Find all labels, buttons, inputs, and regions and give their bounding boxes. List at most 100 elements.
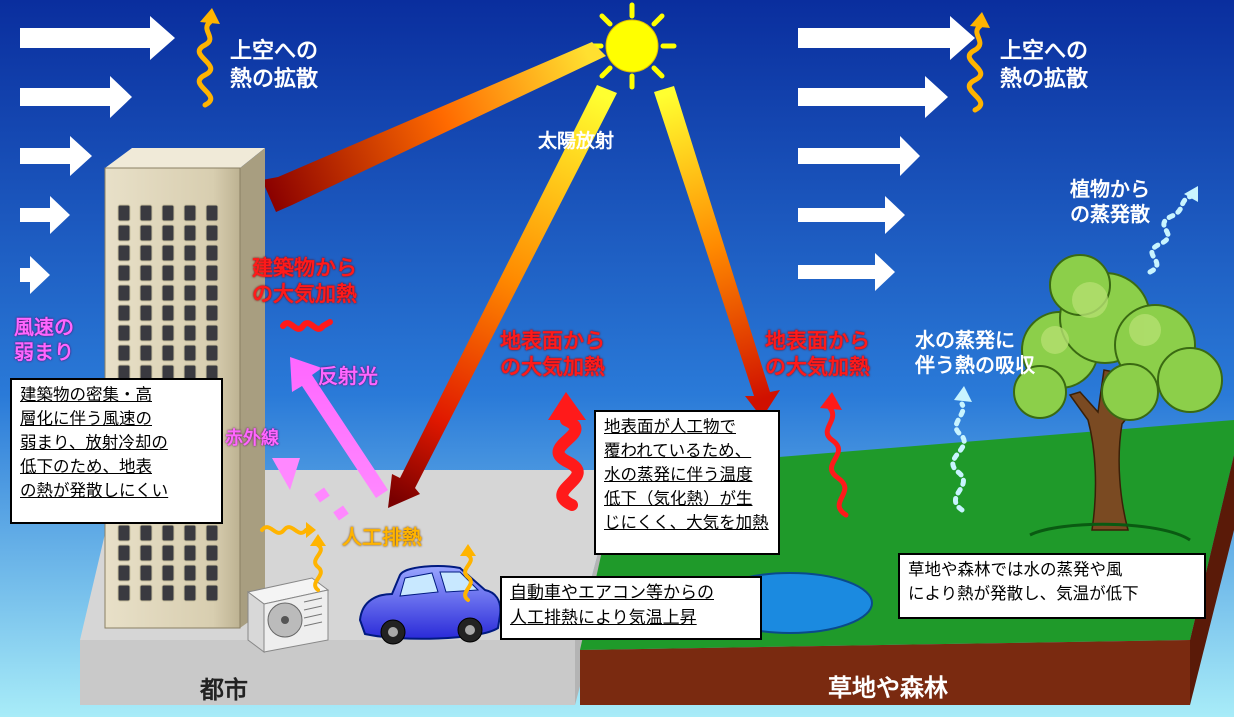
building-window [161, 204, 175, 222]
building-window [139, 224, 153, 242]
building-window [161, 244, 175, 262]
heat-diffusion-label-right: 上空への 熱の拡散 [1000, 39, 1089, 92]
heat-diffusion-squiggles [196, 19, 984, 113]
building-window [205, 544, 219, 562]
building-window [183, 284, 197, 302]
building-window [117, 544, 131, 562]
building-window [205, 224, 219, 242]
building-window [183, 564, 197, 582]
building-window [117, 304, 131, 322]
water-evaporation-label: 水の蒸発に 伴う熱の吸収 [915, 328, 1035, 377]
wind-weakening-label: 風速の 弱まり [14, 315, 74, 364]
building-window [161, 324, 175, 342]
grassland-cooling-note: 草地や森林では水の蒸発や風 により熱が発散し、気温が低下 [898, 553, 1206, 619]
grass-surface-heating-label: 地表面から の大気加熱 [765, 329, 870, 380]
building-window [161, 584, 175, 602]
building-window [183, 304, 197, 322]
building-window [139, 204, 153, 222]
reflected-light-label: 反射光 [318, 364, 378, 388]
building-window [205, 264, 219, 282]
building-density-note: 建築物の密集・高 層化に伴う風速の 弱まり、放射冷却の 低下のため、地表 の熱が… [10, 378, 223, 524]
heat-diffusion-arrowheads [200, 8, 990, 28]
building-window [139, 584, 153, 602]
building-window [183, 524, 197, 542]
city-label: 都市 [200, 676, 248, 704]
building-window [205, 284, 219, 302]
solar-radiation-label: 太陽放射 [538, 130, 615, 152]
building-window [117, 344, 131, 362]
wind-arrows-right [798, 16, 975, 291]
building-window [139, 304, 153, 322]
building-window [183, 224, 197, 242]
building-window [139, 544, 153, 562]
building-window [161, 544, 175, 562]
building-window [117, 324, 131, 342]
building-window [161, 564, 175, 582]
building-window [161, 284, 175, 302]
city-surface-heat-wave [552, 414, 584, 511]
infrared-arrow [272, 458, 349, 521]
building-window [161, 304, 175, 322]
building-window [183, 264, 197, 282]
reflected-light-arrow [290, 357, 388, 498]
building-window [139, 344, 153, 362]
solar-beam-to-grass [654, 86, 780, 418]
solar-beam-to-building [262, 42, 606, 212]
building-window [161, 224, 175, 242]
water-evaporation-wave [950, 401, 967, 513]
building-window [139, 564, 153, 582]
grass-surface-heat-arrowhead [820, 392, 842, 410]
water-evaporation-arrowhead [954, 386, 972, 402]
artificial-heat-arrowheads [306, 522, 476, 556]
building-window [205, 344, 219, 362]
building-window [117, 584, 131, 602]
building-window [183, 344, 197, 362]
heat-diffusion-label-left: 上空への 熱の拡散 [230, 39, 319, 92]
city-surface-heat-arrowhead [548, 392, 586, 420]
city-surface-heating-label: 地表面から の大気加熱 [500, 329, 605, 380]
building-window [117, 224, 131, 242]
building-window [139, 264, 153, 282]
building-window [205, 524, 219, 542]
building-window [205, 304, 219, 322]
building-heating-label: 建築物から の大気加熱 [252, 256, 357, 307]
building-window [183, 244, 197, 262]
building-window [205, 584, 219, 602]
car-icon [358, 565, 502, 645]
building-window [117, 264, 131, 282]
infrared-label: 赤外線 [225, 428, 279, 449]
building-window [205, 204, 219, 222]
grassland-forest-label: 草地や森林 [828, 674, 948, 702]
building-window [117, 244, 131, 262]
artificial-heat-note: 自動車やエアコン等からの 人工排熱により気温上昇 [500, 576, 762, 640]
building-window [139, 524, 153, 542]
building-window [183, 204, 197, 222]
solar-beam-to-city [388, 85, 617, 508]
building-window [183, 584, 197, 602]
building-window [117, 524, 131, 542]
artificial-surface-note: 地表面が人工物で 覆われているため、 水の蒸発に伴う温度 低下（気化熱）が生 じ… [594, 410, 780, 555]
grass-surface-heat-wave [824, 405, 849, 518]
building-window [139, 324, 153, 342]
building-window [117, 564, 131, 582]
building-window [161, 524, 175, 542]
building-window [139, 284, 153, 302]
building-window [161, 264, 175, 282]
sun-icon [587, 2, 677, 90]
building-window [205, 244, 219, 262]
building-window [139, 244, 153, 262]
building-window [205, 564, 219, 582]
building-window [117, 204, 131, 222]
tree-icon [1013, 254, 1223, 542]
plant-evapotranspiration-label: 植物から の蒸発散 [1070, 177, 1150, 226]
artificial-heat-squiggles [260, 525, 473, 602]
building-window [117, 284, 131, 302]
building-window [183, 544, 197, 562]
building-heat-wave [280, 319, 333, 332]
artificial-heat-label: 人工排熱 [342, 525, 422, 549]
wind-arrows-left [20, 16, 175, 294]
building-window [205, 324, 219, 342]
plant-evaporation-arrowhead [1184, 186, 1198, 202]
building-window [161, 344, 175, 362]
